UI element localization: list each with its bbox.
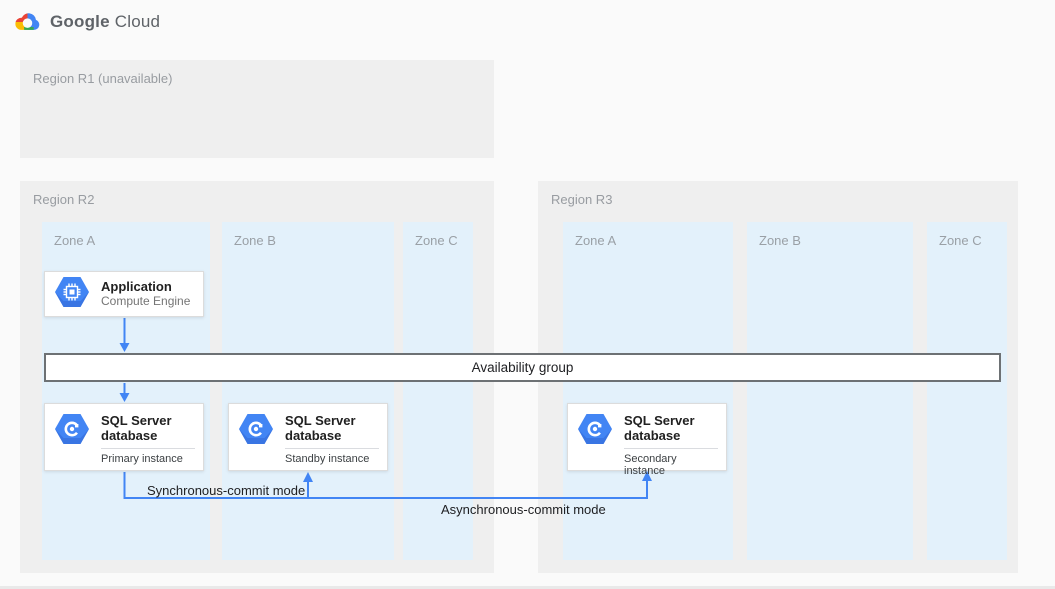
application-subtitle: Compute Engine <box>101 294 191 308</box>
availability-group-label: Availability group <box>471 360 574 375</box>
region-r3-zone-b: Zone B <box>747 222 913 560</box>
region-r3-label: Region R3 <box>551 192 613 207</box>
sql-card-title: SQL Server database <box>101 413 172 443</box>
zone-label: Zone C <box>939 233 982 248</box>
google-cloud-icon <box>15 13 40 30</box>
sql-server-icon <box>239 414 273 449</box>
compute-engine-icon <box>55 276 89 312</box>
window-bottom-edge <box>0 586 1055 589</box>
sql-card-title: SQL Server database <box>285 413 356 443</box>
region-r2-zone-b: Zone B <box>222 222 394 560</box>
card-divider <box>285 448 379 449</box>
sql-server-icon <box>55 414 89 449</box>
region-r3-zone-a: Zone A <box>563 222 733 560</box>
synchronous-commit-label: Synchronous-commit mode <box>147 483 306 498</box>
zone-label: Zone B <box>759 233 801 248</box>
sql-server-icon <box>578 414 612 449</box>
zone-label: Zone B <box>234 233 276 248</box>
zone-label: Zone A <box>54 233 96 248</box>
sql-primary-card: SQL Server database Primary instance <box>44 403 204 471</box>
region-r3-zone-c: Zone C <box>927 222 1007 560</box>
sql-standby-card: SQL Server database Standby instance <box>228 403 388 471</box>
asynchronous-commit-label: Asynchronous-commit mode <box>441 502 606 517</box>
availability-group-bar: Availability group <box>44 353 1001 382</box>
card-divider <box>101 448 195 449</box>
region-r2-label: Region R2 <box>33 192 95 207</box>
zone-label: Zone C <box>415 233 458 248</box>
application-card: Application Compute Engine <box>44 271 204 317</box>
logo-word-google: Google <box>50 12 110 31</box>
zone-label: Zone A <box>575 233 617 248</box>
application-title: Application <box>101 279 172 294</box>
region-r1-label: Region R1 (unavailable) <box>33 71 173 86</box>
sql-instance-label: Standby instance <box>285 453 370 465</box>
sql-instance-label: Secondary instance <box>624 453 677 477</box>
region-r2-zone-c: Zone C <box>403 222 473 560</box>
region-r1-box: Region R1 (unavailable) <box>20 60 494 158</box>
logo-word-cloud: Cloud <box>114 12 161 31</box>
sql-instance-label: Primary instance <box>101 453 183 465</box>
card-divider <box>624 448 718 449</box>
sql-secondary-card: SQL Server database Secondary instance <box>567 403 727 477</box>
sql-card-title: SQL Server database <box>624 413 695 443</box>
